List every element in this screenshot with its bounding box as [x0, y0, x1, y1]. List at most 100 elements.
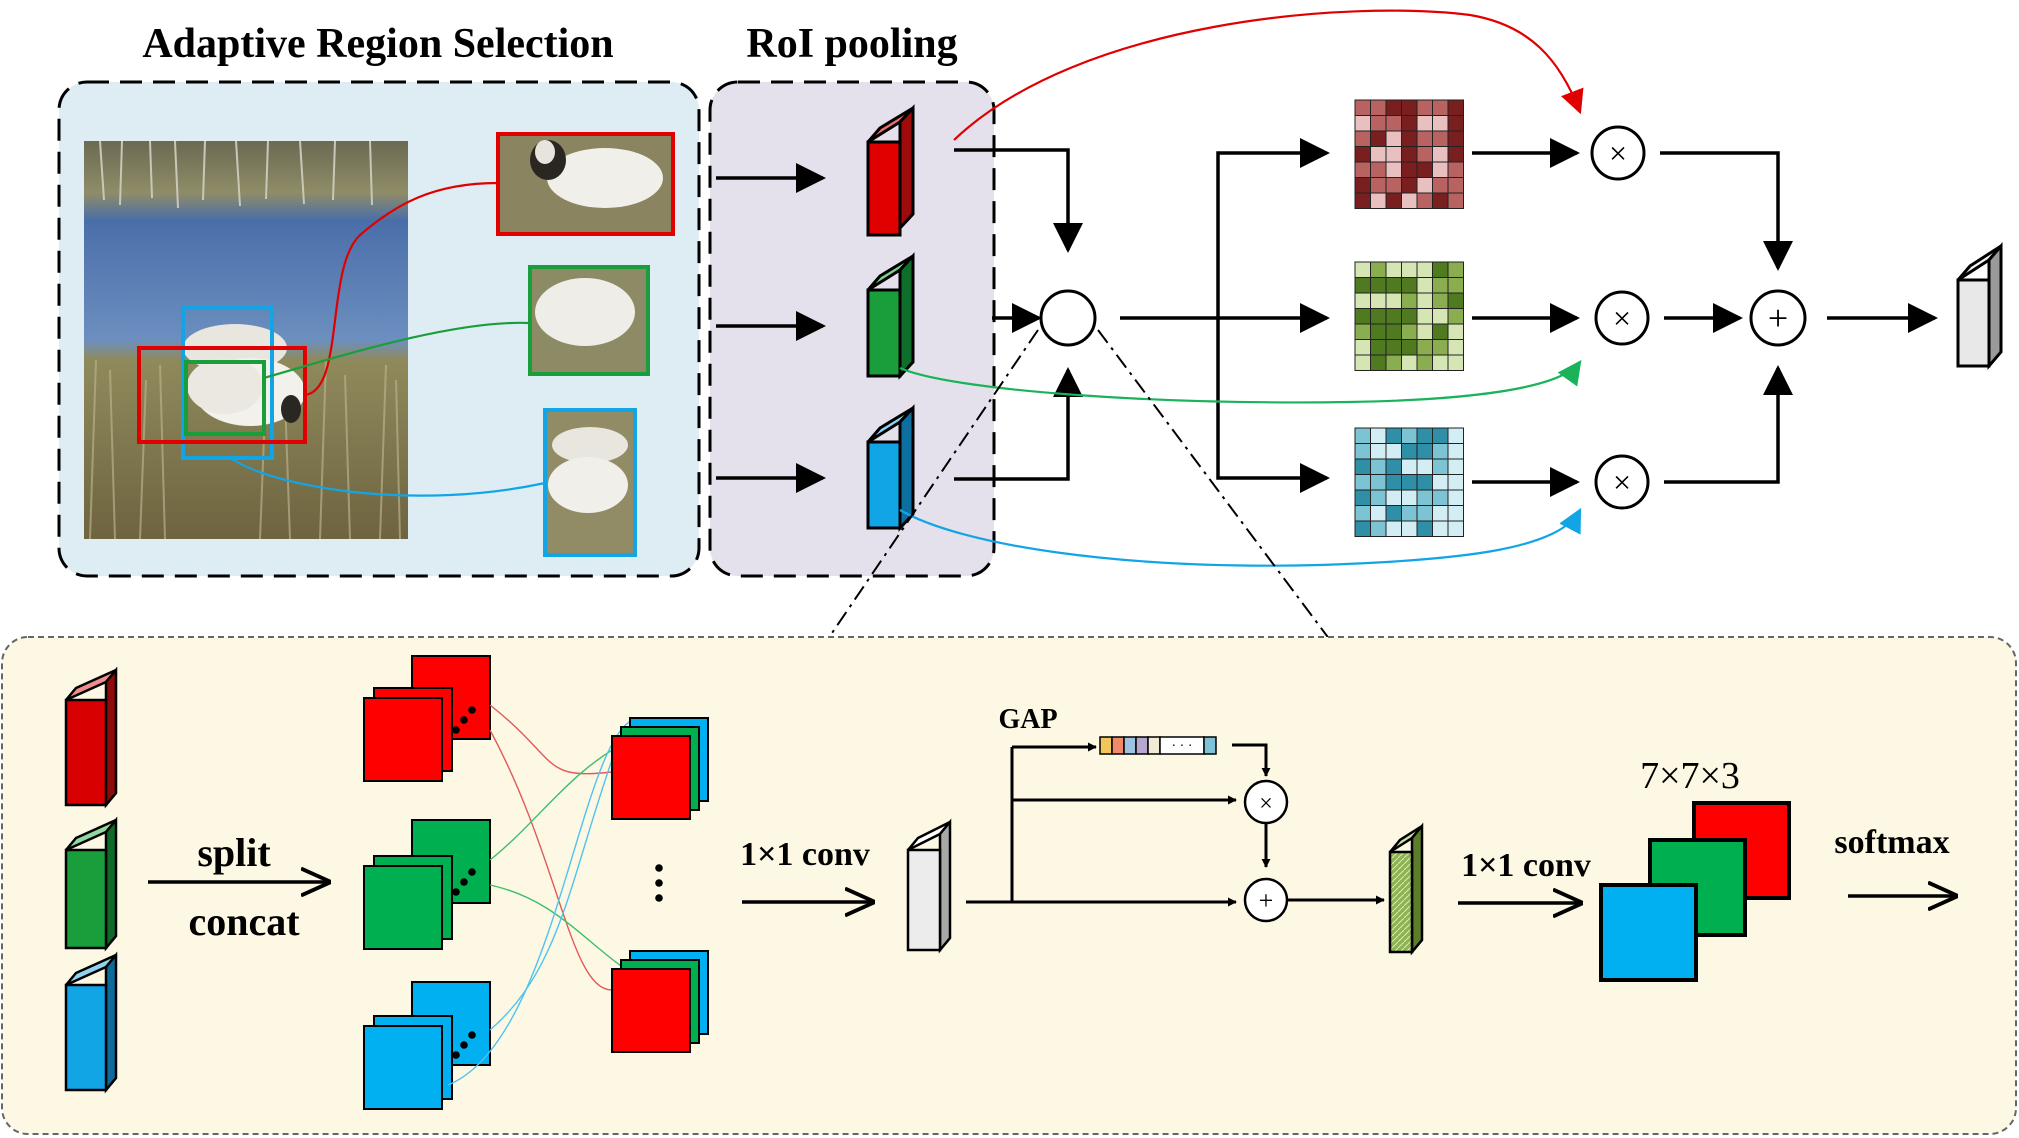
grid-cell [1370, 161, 1387, 178]
grid-cell [1401, 130, 1418, 147]
grid-cell [1354, 489, 1371, 506]
grid-cell [1447, 458, 1464, 475]
gap-label: GAP [998, 704, 1057, 735]
grid-cell [1354, 427, 1371, 444]
grid-cell [1416, 292, 1433, 309]
grid-cell [1447, 277, 1464, 294]
grid-cell [1401, 443, 1418, 460]
concat-label: concat [188, 899, 300, 944]
red-crop-patch [496, 132, 675, 236]
grid-cell [1432, 261, 1449, 278]
roi-feature-red [866, 104, 915, 237]
grid-cell [1370, 520, 1387, 537]
grid-cell [1447, 192, 1464, 209]
grid-cell [1354, 277, 1371, 294]
grid-cell [1447, 339, 1464, 356]
grid-cell [1370, 427, 1387, 444]
grid-cell [1401, 277, 1418, 294]
concat-stack-top [611, 717, 709, 820]
split-stack-blue [363, 981, 491, 1110]
arrow-mult-red-to-sum [1660, 151, 1793, 271]
grid-cell [1432, 520, 1449, 537]
grid-cell [1385, 261, 1402, 278]
grid-cell [1401, 99, 1418, 116]
grid-cell [1416, 323, 1433, 340]
grid-cell [1447, 115, 1464, 132]
grid-cell [1354, 339, 1371, 356]
grid-cell [1401, 474, 1418, 491]
grid-cell [1401, 354, 1418, 371]
grid-cell [1401, 489, 1418, 506]
grid-cell [1447, 489, 1464, 506]
grid-cell [1401, 261, 1418, 278]
conv1-label: 1×1 conv [740, 836, 870, 873]
grid-cell [1416, 192, 1433, 209]
svg-text:· · ·: · · · [1172, 739, 1193, 754]
arrow-blue-to-fusion [954, 367, 1083, 481]
grid-cell [1370, 354, 1387, 371]
grid-cell [1432, 474, 1449, 491]
grid-cell [1416, 427, 1433, 444]
grid-cell [1447, 146, 1464, 163]
concat-stack-bottom [611, 950, 709, 1053]
grid-cell [1370, 292, 1387, 309]
grid-cell [1416, 130, 1433, 147]
roi-pooling-panel [708, 80, 996, 578]
grid-cell [1416, 505, 1433, 522]
weight-maps-stack [1599, 801, 1791, 982]
grid-cell [1370, 308, 1387, 325]
grid-cell [1447, 261, 1464, 278]
grid-cell [1354, 323, 1371, 340]
red-crop-connector [304, 181, 499, 397]
grid-cell [1354, 458, 1371, 475]
grid-cell [1385, 443, 1402, 460]
grid-cell [1370, 99, 1387, 116]
roi-feature-green [866, 252, 915, 380]
grid-cell [1385, 474, 1402, 491]
grid-cell [1385, 292, 1402, 309]
grid-cell [1447, 474, 1464, 491]
grid-cell [1447, 161, 1464, 178]
grid-cell [1354, 261, 1371, 278]
grid-cell [1370, 115, 1387, 132]
grid-cell [1385, 427, 1402, 444]
grid-cell [1385, 323, 1402, 340]
sum-circle-plus-icon: + [1749, 289, 1807, 347]
grid-cell [1432, 489, 1449, 506]
grid-cell [1370, 177, 1387, 194]
grid-cell [1401, 177, 1418, 194]
fusion-empty-circle-icon [1039, 289, 1097, 347]
grid-cell [1401, 115, 1418, 132]
grid-cell [1385, 277, 1402, 294]
grid-cell [1385, 130, 1402, 147]
grid-cell [1416, 115, 1433, 132]
svg-text:×: × [1609, 135, 1627, 171]
softmax-label: softmax [1834, 824, 1949, 861]
multiply-blue-circle-times-icon: × [1594, 454, 1650, 510]
grid-cell [1370, 192, 1387, 209]
zoom-line-right [1097, 329, 1331, 641]
svg-text:×: × [1613, 464, 1631, 500]
grid-cell [1370, 323, 1387, 340]
grid-cell [1401, 520, 1418, 537]
grid-cell [1401, 427, 1418, 444]
grid-cell [1416, 177, 1433, 194]
grid-cell [1432, 443, 1449, 460]
grid-cell [1432, 292, 1449, 309]
grid-cell [1432, 505, 1449, 522]
grid-cell [1432, 354, 1449, 371]
green-skip-curve [899, 360, 1582, 404]
grid-cell [1401, 146, 1418, 163]
gap-vector: · · · [1099, 736, 1217, 755]
grid-cell [1416, 308, 1433, 325]
grid-cell [1354, 115, 1371, 132]
svg-text:×: × [1613, 300, 1631, 336]
grid-cell [1385, 99, 1402, 116]
grid-cell [1447, 130, 1464, 147]
grid-cell [1354, 177, 1371, 194]
green-crop-connector [263, 321, 531, 380]
grid-cell [1432, 277, 1449, 294]
grid-cell [1354, 146, 1371, 163]
grid-cell [1370, 277, 1387, 294]
